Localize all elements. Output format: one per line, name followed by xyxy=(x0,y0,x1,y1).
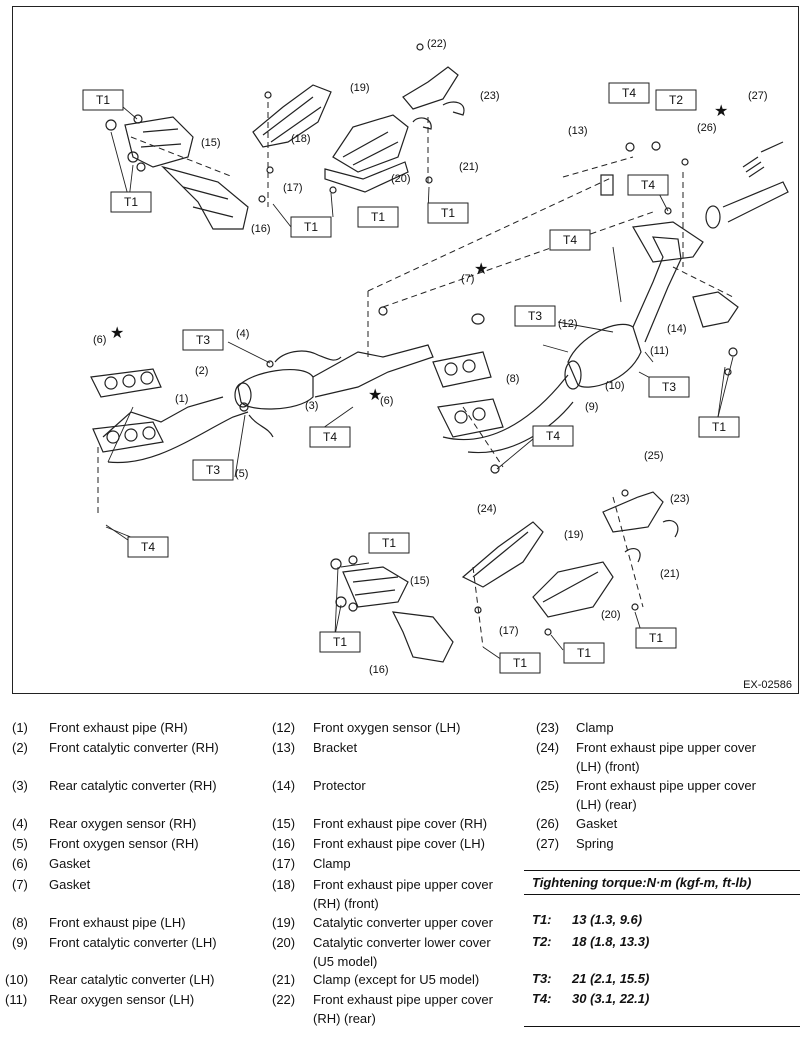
callout-4: (4) xyxy=(236,328,249,340)
torque-tag-labels: T1 T1 T1 T1 T1 T4 T2 T4 T4 T3 T3 T1 T4 T… xyxy=(96,86,726,670)
callout-23: (23) xyxy=(670,493,690,505)
star-icon: ★ xyxy=(368,387,382,404)
callout-18: (18) xyxy=(291,133,311,145)
star-icon: ★ xyxy=(714,103,728,120)
callout-25: (25) xyxy=(644,450,664,462)
rh-upper-cover-front xyxy=(252,84,332,203)
rh-catalytic-covers xyxy=(324,114,409,194)
callout-27: (27) xyxy=(748,90,768,102)
tag-t1: T1 xyxy=(577,646,591,660)
star-icon: ★ xyxy=(474,261,488,278)
callout-5: (5) xyxy=(235,468,248,480)
legend-column-1: (1)Front exhaust pipe (RH) (2)Front cata… xyxy=(5,720,219,1007)
callout-19: (19) xyxy=(564,529,584,541)
callout-13: (13) xyxy=(568,125,588,137)
tag-t3: T3 xyxy=(662,380,676,394)
tag-t1: T1 xyxy=(333,635,347,649)
callout-17: (17) xyxy=(499,625,519,637)
torque-table: Tightening torque:N·m (kgf-m, ft-lb) T1:… xyxy=(524,870,800,1027)
lh-pipe-cover-assembly xyxy=(330,555,454,663)
callout-26: (26) xyxy=(697,122,717,134)
leader-lines xyxy=(105,106,734,663)
star-icon: ★ xyxy=(110,325,124,342)
tag-t1: T1 xyxy=(513,656,527,670)
tag-t2: T2 xyxy=(669,93,683,107)
tag-t4: T4 xyxy=(141,540,155,554)
torque-title: Tightening torque:N·m (kgf-m, ft-lb) xyxy=(524,870,800,895)
callout-8: (8) xyxy=(506,373,519,385)
callout-15: (15) xyxy=(410,575,430,587)
callout-7: (7) xyxy=(461,273,474,285)
legend-column-3: (23)Clamp (24)Front exhaust pipe upper c… xyxy=(536,720,756,851)
lh-front-pipe xyxy=(437,236,682,474)
callout-16: (16) xyxy=(251,223,271,235)
torque-row-t2: T2:18 (1.8, 13.3) xyxy=(532,934,650,949)
callout-21: (21) xyxy=(459,161,479,173)
torque-tag-boxes xyxy=(82,82,740,674)
callout-23: (23) xyxy=(480,90,500,102)
torque-bottom-rule xyxy=(524,1026,800,1027)
tag-t3: T3 xyxy=(196,333,210,347)
callout-16: (16) xyxy=(369,664,389,676)
tag-t1: T1 xyxy=(712,420,726,434)
torque-row-t4: T4:30 (3.1, 22.1) xyxy=(532,991,650,1006)
tag-t1: T1 xyxy=(96,93,110,107)
tag-t4: T4 xyxy=(563,233,577,247)
callout-9: (9) xyxy=(585,401,598,413)
callout-12: (12) xyxy=(558,318,578,330)
torque-row-t3: T3:21 (2.1, 15.5) xyxy=(532,971,650,986)
rh-pipe-cover-assembly xyxy=(105,114,249,230)
exhaust-system-diagram: T1 T1 T1 T1 T1 T4 T2 T4 T4 T3 T3 T1 T4 T… xyxy=(12,6,799,694)
tag-t1: T1 xyxy=(649,631,663,645)
callout-11: (11) xyxy=(650,345,669,357)
rh-side-parts xyxy=(600,141,789,376)
tag-t4: T4 xyxy=(323,430,337,444)
tag-t1: T1 xyxy=(441,206,455,220)
callout-3: (3) xyxy=(305,400,318,412)
tag-t4: T4 xyxy=(641,178,655,192)
callout-22: (22) xyxy=(427,38,447,50)
tag-t1: T1 xyxy=(124,195,138,209)
callout-20: (20) xyxy=(601,609,621,621)
callout-15: (15) xyxy=(201,137,221,149)
callout-labels: (1) (2) (3) (4) (5) (6) (6) (7) (8) (9) … xyxy=(93,38,768,676)
rh-upper-cover-rear xyxy=(402,43,465,184)
tag-t1: T1 xyxy=(371,210,385,224)
callout-1: (1) xyxy=(175,393,188,405)
diagram-drawing: T1 T1 T1 T1 T1 T4 T2 T4 T4 T3 T3 T1 T4 T… xyxy=(82,38,789,676)
tag-t4: T4 xyxy=(622,86,636,100)
tag-t3: T3 xyxy=(528,309,542,323)
rh-front-pipe xyxy=(90,344,434,464)
callout-10: (10) xyxy=(605,380,625,392)
tag-t4: T4 xyxy=(546,429,560,443)
callout-24: (24) xyxy=(477,503,497,515)
figure-id: EX-02586 xyxy=(743,679,792,691)
legend-column-2: (12)Front oxygen sensor (LH) (13)Bracket… xyxy=(272,720,493,1026)
gaskets xyxy=(378,306,492,388)
tag-t1: T1 xyxy=(382,536,396,550)
callout-20: (20) xyxy=(391,173,411,185)
star-marks: ★ ★ ★ ★ xyxy=(110,103,728,404)
callout-19: (19) xyxy=(350,82,370,94)
callout-6: (6) xyxy=(93,334,106,346)
callout-17: (17) xyxy=(283,182,303,194)
callout-21: (21) xyxy=(660,568,680,580)
torque-row-t1: T1:13 (1.3, 9.6) xyxy=(532,912,643,927)
callout-2: (2) xyxy=(195,365,208,377)
lh-covers xyxy=(461,489,679,636)
tag-t3: T3 xyxy=(206,463,220,477)
callout-6: (6) xyxy=(380,395,393,407)
callout-14: (14) xyxy=(667,323,687,335)
tag-t1: T1 xyxy=(304,220,318,234)
